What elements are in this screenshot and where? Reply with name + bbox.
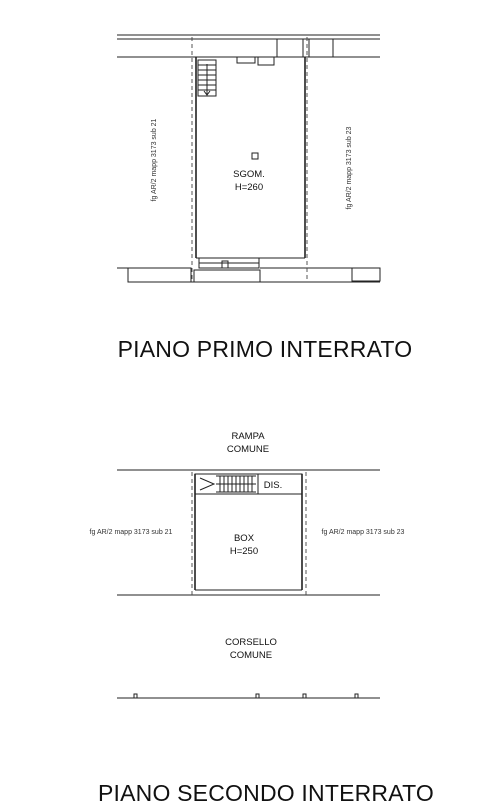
floor-2-bottom-line bbox=[117, 693, 380, 699]
ramp-label-line2: COMUNE bbox=[227, 444, 269, 455]
floor-1-left-neighbor-label: fg AR/2 mapp 3173 sub 21 bbox=[151, 118, 158, 201]
floor-2-title: PIANO SECONDO INTERRATO bbox=[98, 780, 434, 806]
corridor-label-line1: CORSELLO bbox=[225, 637, 277, 648]
floor-2-room-name: BOX bbox=[234, 533, 255, 544]
floor-2-plan: RAMPA COMUNE bbox=[90, 431, 434, 806]
floor-1-room-name: SGOM. bbox=[233, 169, 265, 180]
floor-1-bottom-walls bbox=[117, 257, 381, 283]
floor-1-plan: SGOM. H=260 fg AR/2 mapp 3173 sub 21 fg … bbox=[117, 34, 413, 362]
floor-2-staircase-icon bbox=[199, 475, 256, 493]
floor-1-title: PIANO PRIMO INTERRATO bbox=[118, 336, 413, 362]
staircase-icon bbox=[197, 59, 217, 97]
floor-1-top-boundary bbox=[117, 34, 380, 66]
ramp-label-line1: RAMPA bbox=[231, 431, 265, 442]
floor-1-room-walls bbox=[195, 57, 306, 259]
floor-2-left-neighbor-label: fg AR/2 mapp 3173 sub 21 bbox=[90, 529, 173, 536]
pillar-icon bbox=[251, 152, 259, 160]
floor-1-right-neighbor-label: fg AR/2 mapp 3173 sub 23 bbox=[346, 126, 353, 209]
floor-2-walls bbox=[117, 469, 380, 596]
floor-2-right-neighbor-label: fg AR/2 mapp 3173 sub 23 bbox=[322, 529, 405, 536]
floor-1-room-height: H=260 bbox=[235, 182, 263, 193]
corridor-label-line2: COMUNE bbox=[230, 650, 272, 661]
dis-label: DIS. bbox=[264, 480, 282, 491]
floor-2-room-height: H=250 bbox=[230, 546, 258, 557]
